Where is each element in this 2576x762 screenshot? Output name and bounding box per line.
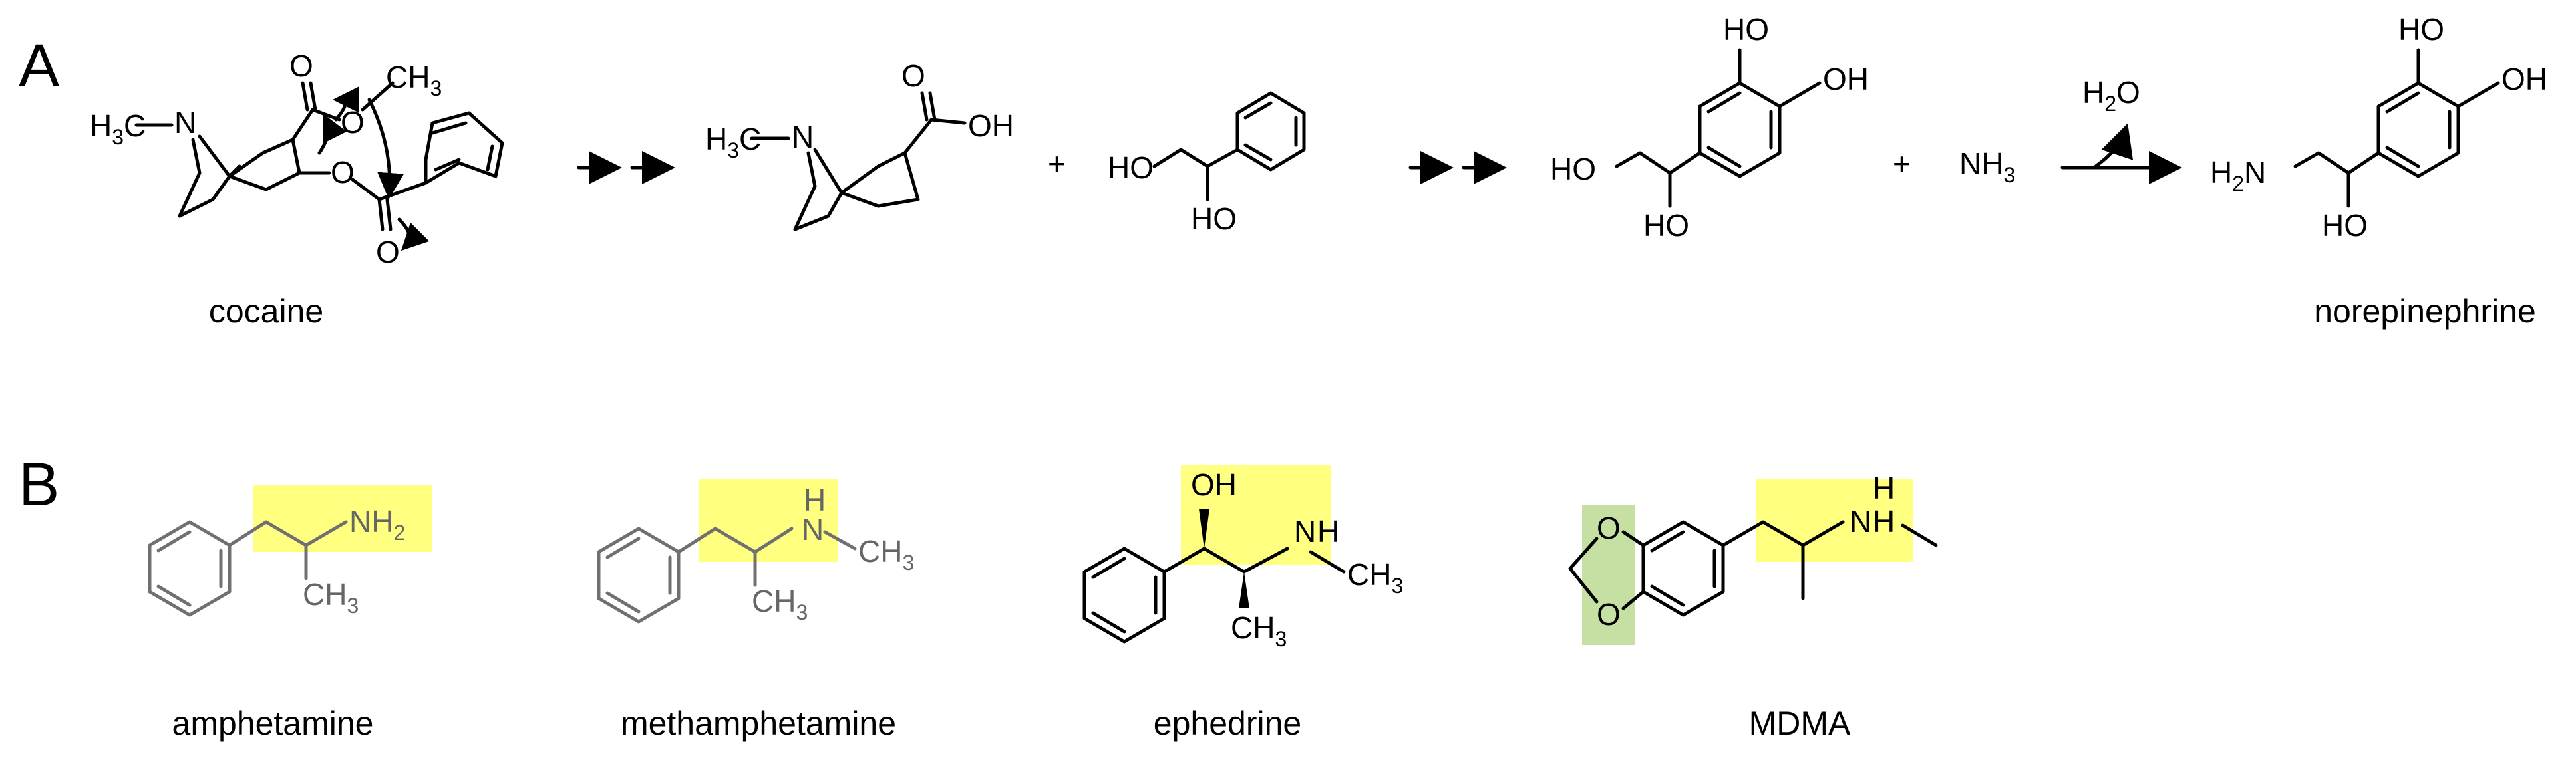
eph-ch3-n-label: CH3 — [1347, 557, 1403, 598]
caption-ephedrine: ephedrine — [1154, 705, 1301, 742]
ecgonine-n-label: N — [792, 120, 814, 154]
cocaine-ester-o2: O — [331, 155, 355, 190]
caption-mdma: MDMA — [1749, 705, 1851, 742]
amphetamine-structure: NH2 CH3 — [148, 504, 405, 618]
mdma-h-label: H — [1873, 471, 1895, 505]
water-elimination-arrow — [2094, 123, 2134, 168]
eph-ch3-label: CH3 — [1231, 610, 1287, 651]
ne-ho-top-label: HO — [2398, 12, 2444, 47]
mdma-structure: O O H N H — [1568, 471, 1938, 632]
mdma-nh-h-label: H — [1873, 504, 1895, 539]
meth-ch3-label: CH3 — [858, 534, 914, 574]
ecgonine-carbonyl-o: O — [901, 59, 925, 93]
ephedrine-wedge-ch3 — [1239, 572, 1249, 608]
water-label: H2O — [2082, 75, 2140, 116]
caption-cocaine: cocaine — [209, 293, 323, 330]
cocaine-carbonyl-o1: O — [289, 49, 313, 83]
cocaine-n-label: N — [174, 105, 196, 140]
catdiol-ho1-label: HO — [1550, 152, 1596, 186]
mdma-n-label: N — [1850, 504, 1871, 539]
eph-n-label: N — [1294, 514, 1316, 549]
diol-ho1-label: HO — [1108, 150, 1154, 185]
catdiol-ho-top-label: HO — [1723, 12, 1769, 47]
ecgonine-structure: H3C N O OH — [705, 59, 1014, 231]
highlight-methamphetamine — [699, 479, 838, 562]
amph-ch3-label: CH3 — [303, 577, 359, 618]
caption-methamphetamine: methamphetamine — [621, 705, 896, 742]
catdiol-ho2-label: HO — [1643, 208, 1689, 243]
caption-amphetamine: amphetamine — [172, 705, 374, 742]
caption-norepinephrine: norepinephrine — [2314, 293, 2536, 330]
methamphetamine-structure: H N CH3 CH3 — [597, 483, 914, 624]
ephedrine-wedge-oh — [1199, 509, 1209, 549]
diol-structure: HO HO — [1108, 91, 1306, 236]
ecgonine-oh-label: OH — [968, 108, 1014, 143]
ne-ho-label: HO — [2322, 208, 2368, 243]
catechol-diol-structure: HO OH HO HO — [1550, 12, 1869, 243]
ecgonine-methyl-label: H3C — [705, 122, 761, 162]
cocaine-methyl2-label: CH3 — [386, 60, 442, 100]
ammonia-label: NH3 — [1959, 146, 2015, 187]
amph-nh2-label: NH2 — [349, 504, 405, 545]
highlight-mdma-dioxole — [1582, 505, 1635, 645]
highlight-amphetamine — [253, 485, 432, 552]
plus-2: + — [1893, 146, 1911, 181]
plus-1: + — [1048, 146, 1066, 181]
panel-label-a: A — [19, 32, 60, 100]
meth-n-label: N — [802, 512, 824, 547]
meth-ch3-lower-label: CH3 — [752, 584, 808, 624]
highlight-mdma-amine — [1756, 479, 1913, 562]
diol-ho2-label: HO — [1191, 201, 1237, 236]
ne-h2n-label: H2N — [2210, 155, 2266, 195]
cocaine-carbonyl-o2: O — [376, 235, 400, 269]
mdma-o2-label: O — [1597, 597, 1621, 632]
cocaine-structure: H3C N O O CH3 O O — [90, 49, 504, 269]
cocaine-methyl-label: H3C — [90, 108, 146, 149]
eph-oh-label: OH — [1191, 467, 1237, 502]
norepinephrine-structure: HO OH H2N HO — [2210, 12, 2547, 243]
meth-h-label: H — [804, 483, 826, 517]
ephedrine-structure: OH CH3 N H CH3 — [1082, 467, 1403, 651]
mdma-o1-label: O — [1597, 511, 1621, 545]
ne-oh-right-label: OH — [2501, 62, 2547, 96]
panel-label-b: B — [19, 451, 59, 519]
eph-h-label: H — [1317, 514, 1339, 549]
catdiol-oh-right-label: OH — [1823, 62, 1869, 96]
